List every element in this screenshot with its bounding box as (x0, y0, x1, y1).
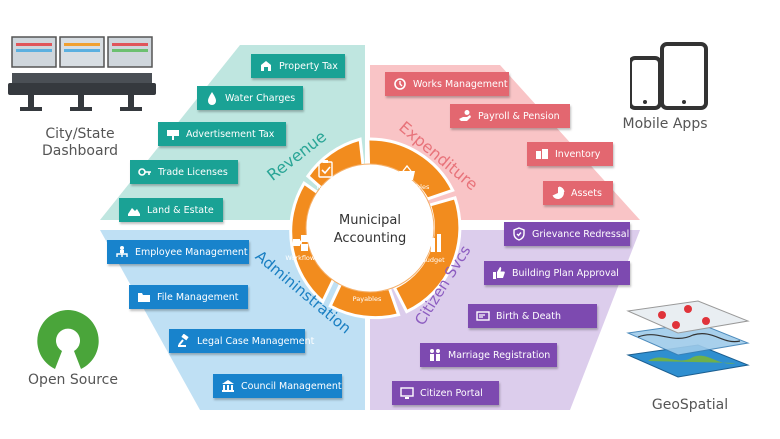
thumbs-up-icon (492, 266, 506, 280)
ring-label-budget: Budget (421, 256, 445, 264)
control-room-illustration (8, 36, 156, 111)
item-employee-management[interactable]: Employee Management (107, 240, 249, 264)
payables-icon (358, 274, 376, 290)
couple-icon (428, 348, 442, 362)
item-property-tax[interactable]: Property Tax (251, 54, 345, 78)
center-title-line1: Municipal (339, 213, 401, 228)
item-works-management[interactable]: Works Management (385, 72, 509, 96)
ring-label-reports: Reports (317, 183, 343, 191)
item-birth-death[interactable]: Birth & Death (468, 304, 597, 328)
item-label: Property Tax (279, 60, 338, 72)
item-building-plan-approval[interactable]: Building Plan Approval (484, 261, 630, 285)
ring-label-workflows: Workflows (285, 254, 319, 262)
council-building-icon (221, 379, 235, 393)
administration-sector (100, 230, 365, 410)
ring-label-receivables: Receivables (391, 183, 430, 191)
employee-icon (115, 245, 129, 259)
item-label: Land & Estate (147, 204, 214, 216)
item-label: Assets (571, 187, 602, 199)
mobile-apps-label: Mobile Apps (622, 116, 708, 132)
center-title-line2: Accounting (334, 231, 407, 246)
ring-label-payables: Payables (353, 295, 382, 303)
item-advertisement-tax[interactable]: Advertisement Tax (158, 122, 286, 146)
folder-icon (137, 290, 151, 304)
building-icon (259, 59, 273, 73)
item-label: Advertisement Tax (186, 128, 275, 140)
dashboard-label-line2: Dashboard (42, 143, 118, 159)
item-trade-licenses[interactable]: Trade Licenses (130, 160, 238, 184)
item-label: Trade Licenses (158, 166, 228, 178)
inventory-icon (535, 147, 549, 161)
item-citizen-portal[interactable]: Citizen Portal (392, 381, 499, 405)
item-label: Grievance Redressal (532, 228, 630, 240)
item-label: Marriage Registration (448, 349, 551, 361)
shield-icon (512, 227, 526, 241)
pie-chart-icon (551, 186, 565, 200)
item-label: File Management (157, 291, 239, 303)
water-drop-icon (205, 91, 219, 105)
key-icon (138, 165, 152, 179)
works-icon (393, 77, 407, 91)
item-label: Citizen Portal (420, 387, 483, 399)
item-inventory[interactable]: Inventory (527, 142, 613, 166)
item-payroll-pension[interactable]: Payroll & Pension (450, 104, 570, 128)
item-council-management[interactable]: Council Management (213, 374, 342, 398)
billboard-icon (166, 127, 180, 141)
certificate-icon (476, 309, 490, 323)
open-source-label: Open Source (28, 372, 118, 388)
monitor-icon (400, 386, 414, 400)
item-label: Building Plan Approval (512, 267, 619, 279)
item-label: Legal Case Management (197, 335, 315, 347)
item-grievance-redressal[interactable]: Grievance Redressal (504, 222, 630, 246)
item-water-charges[interactable]: Water Charges (197, 86, 303, 110)
item-marriage-registration[interactable]: Marriage Registration (420, 343, 557, 367)
item-label: Inventory (555, 148, 601, 160)
item-land-estate[interactable]: Land & Estate (119, 198, 223, 222)
item-label: Payroll & Pension (478, 110, 560, 122)
land-icon (127, 203, 141, 217)
mobile-devices-icon (630, 42, 708, 110)
item-assets[interactable]: Assets (543, 181, 613, 205)
item-label: Birth & Death (496, 310, 561, 322)
receivables-icon (399, 164, 415, 180)
item-label: Employee Management (135, 246, 248, 258)
gavel-icon (177, 334, 191, 348)
item-label: Council Management (241, 380, 342, 392)
budget-icon (425, 234, 441, 252)
item-legal-case-management[interactable]: Legal Case Management (169, 329, 314, 353)
geospatial-layers-icon (626, 300, 750, 378)
dashboard-label-line1: City/State (45, 126, 115, 142)
open-source-logo (37, 310, 99, 369)
hand-money-icon (458, 109, 472, 123)
item-label: Water Charges (225, 92, 296, 104)
dashboard-label: City/State Dashboard (20, 126, 140, 160)
item-file-management[interactable]: File Management (129, 285, 248, 309)
center-hub-ring (305, 163, 435, 293)
reports-icon (318, 160, 333, 178)
workflows-icon (293, 235, 308, 251)
center-hub (306, 164, 434, 292)
item-label: Works Management (413, 78, 508, 90)
geospatial-label: GeoSpatial (651, 397, 729, 413)
